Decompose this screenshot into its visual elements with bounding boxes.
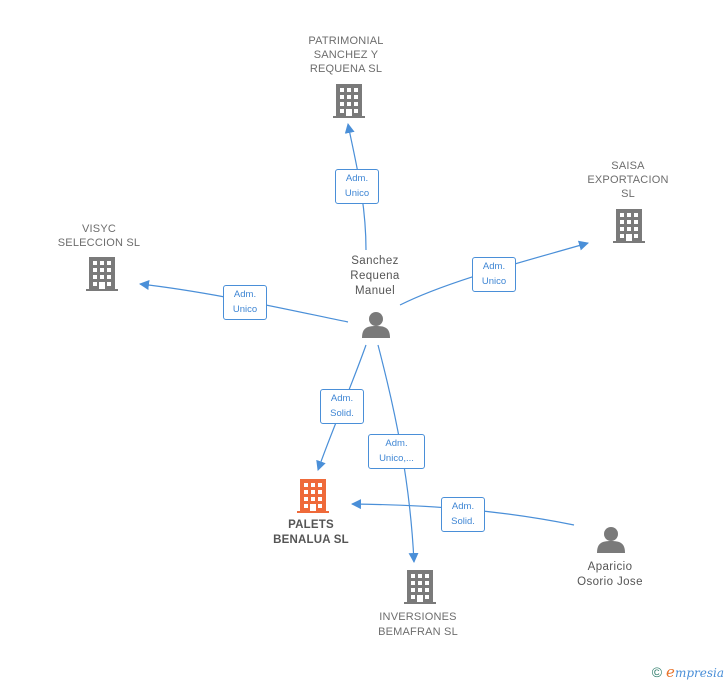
company-label-visyc[interactable]: VISYC SELECCION SL (57, 223, 141, 249)
relation-badge-inversiones: Adm. Unico,... (368, 434, 425, 469)
relation-badge-patrimonial: Adm. Unico (335, 169, 379, 204)
building-icon-patrimonial[interactable] (333, 84, 365, 118)
person-label-aparicio[interactable]: Aparicio Osorio Jose (577, 561, 643, 588)
relation-badge-aparicio-palets: Adm. Solid. (441, 497, 485, 532)
relation-badge-visyc: Adm. Unico (223, 285, 267, 320)
building-icon-inversiones[interactable] (404, 570, 436, 604)
building-icon-palets[interactable] (297, 479, 329, 513)
brand-name: mpresia (674, 666, 724, 680)
brand-e: e (666, 663, 675, 681)
relation-badge-palets: Adm. Solid. (320, 389, 364, 424)
person-icon-sanchez[interactable] (362, 312, 390, 338)
person-label-sanchez[interactable]: Sanchez Requena Manuel (350, 255, 400, 297)
building-icon-visyc[interactable] (86, 257, 118, 291)
brand-logo[interactable]: ©empresia (652, 663, 724, 681)
company-label-inversiones[interactable]: INVERSIONES BEMAFRAN SL (378, 611, 458, 638)
copyright-icon: © (651, 664, 663, 680)
company-label-palets[interactable]: PALETS BENALUA SL (273, 519, 349, 546)
relation-badge-saisa: Adm. Unico (472, 257, 516, 292)
company-label-patrimonial[interactable]: PATRIMONIAL SANCHEZ Y REQUENA SL (308, 35, 384, 75)
building-icon-saisa[interactable] (613, 209, 645, 243)
person-icon-aparicio[interactable] (597, 527, 625, 553)
company-label-saisa[interactable]: SAISA EXPORTACION SL (587, 160, 669, 200)
